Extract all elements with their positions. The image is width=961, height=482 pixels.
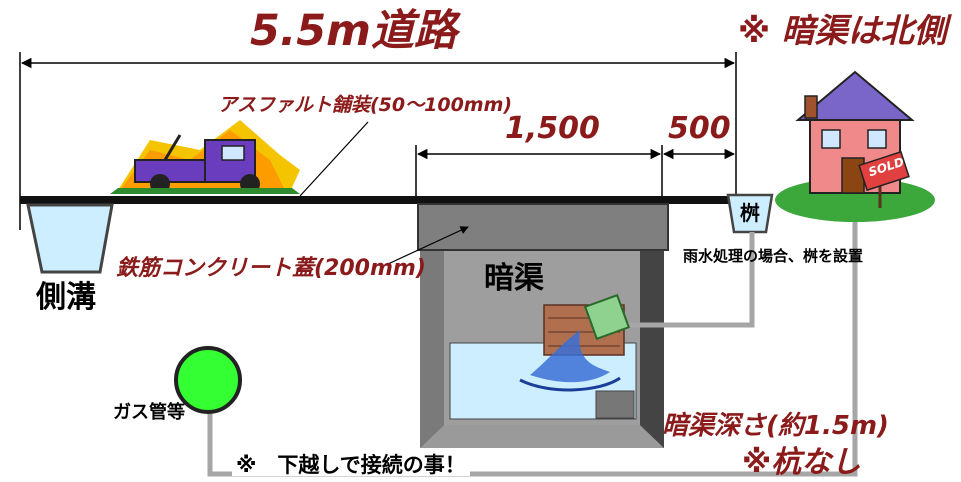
side-ditch-shape <box>26 203 114 274</box>
dim-1500-label: 1,500 <box>505 111 600 146</box>
house-illustration <box>775 70 935 222</box>
connect-note: ※ 下越しで接続の事！ <box>232 455 470 476</box>
north-note: ※ 暗渠は北側 <box>738 11 947 50</box>
lid-leader-line <box>387 226 469 265</box>
side-ditch-label: 側溝 <box>36 280 96 315</box>
no-pile-label: ※杭なし <box>742 445 862 480</box>
water-outflow-illustration <box>519 293 631 392</box>
gas-pipe-label: ガス管等 <box>113 402 185 423</box>
road-title: 5.5m道路 <box>250 6 457 56</box>
catch-basin-shape <box>726 193 774 234</box>
gas-pipe-circle <box>174 346 242 414</box>
catch-basin-label: 桝 <box>740 201 760 225</box>
culvert-width-dimension <box>415 145 736 200</box>
catch-basin-note: 雨水処理の場合、桝を設置 <box>683 247 864 265</box>
bypass-connection-line <box>207 205 858 477</box>
dim-500-label: 500 <box>668 111 731 146</box>
lid-label: 鉄筋コンクリート蓋(200mm) <box>116 256 426 281</box>
culvert-body <box>420 222 664 448</box>
depth-label: 暗渠深さ(約1.5m) <box>662 411 889 441</box>
drain-pipe-line <box>605 232 755 328</box>
asphalt-leader-line <box>299 121 369 197</box>
truck-illustration <box>110 120 300 194</box>
road-surface <box>20 196 736 204</box>
asphalt-label: アスファルト舗装(50～100mm) <box>218 94 513 116</box>
concrete-lid <box>417 203 669 251</box>
culvert-label: 暗渠 <box>484 261 544 296</box>
